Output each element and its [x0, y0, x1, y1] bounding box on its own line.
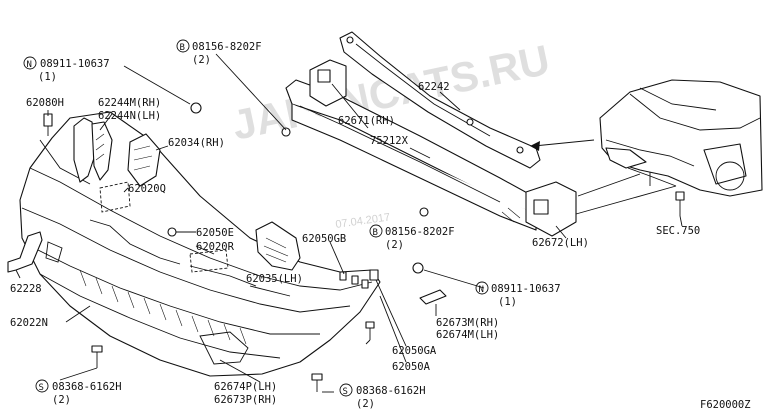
label-62673M-RH[interactable]: 62673M(RH)	[436, 317, 499, 329]
part-number: 08911-10637	[40, 58, 110, 70]
label-62244M-RH[interactable]: 62244M(RH)	[98, 97, 161, 109]
prefix-glyph: N	[479, 285, 484, 295]
label-62050A[interactable]: 62050A	[392, 361, 431, 373]
bracket-62672	[525, 181, 577, 237]
direction-arrow	[530, 139, 595, 151]
clip-top-left	[190, 102, 202, 114]
clip-62050E	[167, 227, 177, 237]
prefix-glyph: S	[343, 387, 348, 397]
front-bumper-fascia	[19, 111, 381, 377]
quantity: (2)	[385, 239, 404, 251]
seal-62020R	[189, 249, 229, 273]
upper-bracket-62242	[339, 31, 541, 169]
bracket-62034	[127, 133, 161, 187]
screw-mid	[365, 321, 375, 340]
label-bolt-08911-right[interactable]: N 08911-10637 (1)	[475, 281, 561, 308]
label-62020R[interactable]: 62020R	[196, 241, 235, 253]
seal-62020Q	[99, 181, 131, 213]
prefix-glyph: S	[39, 383, 44, 393]
label-62672-LH[interactable]: 62672(LH)	[532, 237, 589, 249]
label-62242[interactable]: 62242	[418, 81, 450, 93]
label-62674M-LH[interactable]: 62674M(LH)	[436, 329, 499, 341]
label-62050GB[interactable]: 62050GB	[302, 233, 346, 245]
prefix-glyph: B	[373, 228, 378, 238]
diagram-code: F620000Z	[700, 399, 751, 411]
quantity: (1)	[498, 296, 517, 308]
clip-62080H	[43, 113, 53, 136]
label-bolt-08911-top[interactable]: N 08911-10637 (1)	[23, 56, 110, 83]
clips-62050GB	[339, 271, 369, 289]
label-bolt-08156-top[interactable]: B 08156-8202F (2)	[176, 39, 262, 66]
leader-lines	[15, 53, 683, 393]
label-62080H[interactable]: 62080H	[26, 97, 64, 109]
prefix-glyph: N	[27, 60, 32, 70]
label-62050GA[interactable]: 62050GA	[392, 345, 437, 357]
quantity: (2)	[356, 398, 375, 410]
label-62244N-LH[interactable]: 62244N(LH)	[98, 110, 161, 122]
car-front-reference	[599, 79, 763, 216]
label-screw-08368-left[interactable]: S 08368-6162H (2)	[35, 379, 122, 406]
bracket-62671	[309, 59, 347, 107]
quantity: (1)	[38, 71, 57, 83]
label-62228[interactable]: 62228	[10, 283, 42, 295]
label-62674P-LH[interactable]: 62674P(LH)	[214, 381, 277, 393]
label-sec750[interactable]: SEC.750	[656, 225, 700, 237]
part-number: 08368-6162H	[356, 385, 426, 397]
part-number: 08368-6162H	[52, 381, 122, 393]
nut-right	[412, 262, 424, 274]
label-62035-LH[interactable]: 62035(LH)	[246, 273, 303, 285]
quantity: (2)	[192, 54, 211, 66]
clip-62050GA	[369, 269, 379, 281]
fog-cover-62035	[255, 221, 301, 271]
label-75212X[interactable]: 75212X	[370, 135, 409, 147]
part-number: 08156-8202F	[385, 226, 455, 238]
label-62673P-RH[interactable]: 62673P(RH)	[214, 394, 277, 406]
bracket-62228	[7, 231, 43, 273]
part-number: 08156-8202F	[192, 41, 262, 53]
screw-bottom	[311, 373, 323, 392]
label-bolt-08156-mid[interactable]: B 08156-8202F (2)	[369, 224, 455, 251]
label-62671-RH[interactable]: 62671(RH)	[338, 115, 395, 127]
label-62022N[interactable]: 62022N	[10, 317, 48, 329]
clip-upper	[281, 127, 291, 137]
label-62020Q[interactable]: 62020Q	[128, 183, 166, 195]
label-screw-08368-bottom[interactable]: S 08368-6162H (2)	[339, 383, 426, 410]
clip-beam	[419, 207, 429, 217]
screw-left	[91, 345, 103, 368]
side-bracket-left	[73, 117, 113, 183]
label-62050E[interactable]: 62050E	[196, 227, 234, 239]
prefix-glyph: B	[180, 43, 185, 53]
part-number: 08911-10637	[491, 283, 561, 295]
watermark-date: 07.04.2017	[335, 211, 391, 231]
label-62034-RH[interactable]: 62034(RH)	[168, 137, 225, 149]
quantity: (2)	[52, 394, 71, 406]
bracket-62673M	[419, 289, 447, 305]
